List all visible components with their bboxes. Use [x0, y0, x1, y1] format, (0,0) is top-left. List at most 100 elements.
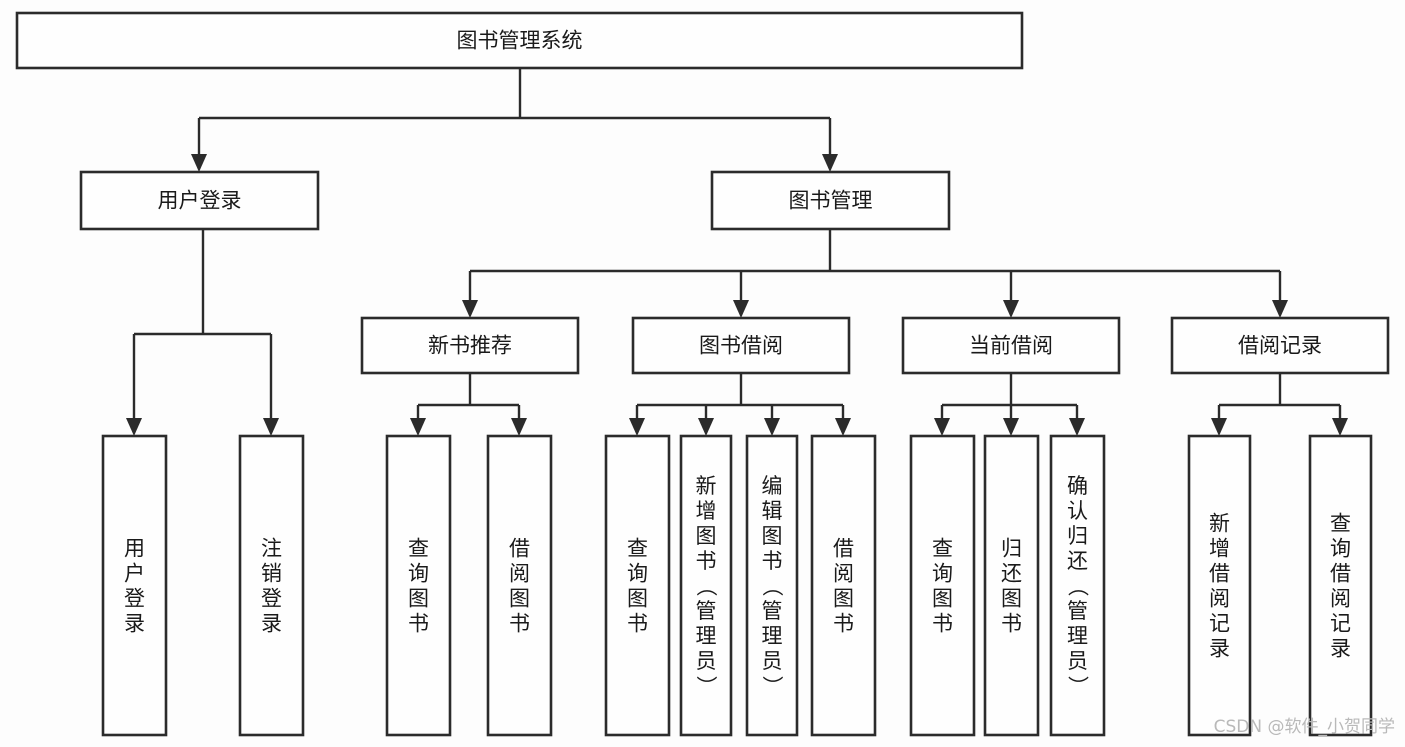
svg-text:录: 录	[261, 612, 282, 636]
svg-text:记: 记	[1330, 612, 1351, 636]
svg-text:借: 借	[833, 537, 854, 561]
svg-text:认: 认	[1067, 499, 1088, 523]
svg-text:辑: 辑	[762, 499, 783, 523]
leaf-node-5-box[interactable]	[679, 434, 733, 737]
svg-text:查: 查	[627, 537, 648, 561]
svg-text:）: ）	[1066, 676, 1090, 697]
svg-text:图: 图	[696, 524, 717, 548]
level3-node-1-box[interactable]	[631, 316, 851, 375]
svg-text:员: 员	[696, 649, 717, 673]
level3-node-2-label: 当前借阅	[969, 334, 1053, 358]
arrow-head-icon	[263, 418, 279, 436]
level2-node-0-label: 用户登录	[158, 189, 242, 213]
leaf-node-8-box[interactable]	[909, 434, 976, 737]
leaf-node-12-box[interactable]	[1308, 434, 1373, 737]
svg-text:录: 录	[1330, 637, 1351, 661]
connector-layer	[126, 68, 1348, 436]
svg-text:理: 理	[1067, 624, 1088, 648]
arrow-head-icon	[462, 300, 478, 318]
svg-text:图: 图	[1001, 587, 1022, 611]
svg-text:书: 书	[762, 549, 783, 573]
leaf-node-3-box[interactable]	[486, 434, 553, 737]
svg-text:员: 员	[762, 649, 783, 673]
svg-text:理: 理	[762, 624, 783, 648]
svg-text:书: 书	[509, 612, 530, 636]
svg-text:借: 借	[1330, 562, 1351, 586]
svg-text:归: 归	[1001, 537, 1022, 561]
level3-node-2-box[interactable]	[901, 316, 1121, 375]
root-node-图书管理系统-label: 图书管理系统	[457, 29, 583, 53]
leaf-node-2-box[interactable]	[385, 434, 452, 737]
svg-text:记: 记	[1209, 612, 1230, 636]
svg-text:注: 注	[261, 537, 282, 561]
svg-text:还: 还	[1001, 562, 1022, 586]
svg-text:图: 图	[932, 587, 953, 611]
arrow-head-icon	[1003, 418, 1019, 436]
svg-text:借: 借	[509, 537, 530, 561]
svg-text:新: 新	[1209, 512, 1230, 536]
svg-text:图: 图	[627, 587, 648, 611]
arrow-head-icon	[511, 418, 527, 436]
arrow-head-icon	[191, 154, 207, 172]
arrow-head-icon	[126, 418, 142, 436]
svg-text:）: ）	[694, 676, 718, 697]
watermark-label: CSDN @软件_小贺同学	[1214, 717, 1395, 737]
arrow-head-icon	[1211, 418, 1227, 436]
node-layer: 图书管理系统用户登录图书管理新书推荐图书借阅当前借阅借阅记录用户登录注销登录查询…	[15, 11, 1390, 737]
svg-text:书: 书	[627, 612, 648, 636]
svg-text:（: （	[694, 576, 718, 597]
arrow-head-icon	[822, 154, 838, 172]
svg-text:借: 借	[1209, 562, 1230, 586]
leaf-node-9-box[interactable]	[983, 434, 1040, 737]
svg-text:书: 书	[696, 549, 717, 573]
svg-text:增: 增	[1209, 537, 1230, 561]
svg-text:查: 查	[932, 537, 953, 561]
svg-text:编: 编	[762, 474, 783, 498]
svg-text:（: （	[760, 576, 784, 597]
leaf-node-7-box[interactable]	[810, 434, 877, 737]
level2-node-1-box[interactable]	[710, 170, 951, 231]
leaf-node-0-box[interactable]	[101, 434, 168, 737]
svg-text:登: 登	[124, 587, 145, 611]
svg-text:增: 增	[696, 499, 717, 523]
svg-text:录: 录	[124, 612, 145, 636]
svg-text:书: 书	[932, 612, 953, 636]
leaf-node-0-label: 用户登录	[124, 537, 145, 636]
leaf-node-11-box[interactable]	[1187, 434, 1252, 737]
svg-text:查: 查	[1330, 512, 1351, 536]
svg-text:录: 录	[1209, 637, 1230, 661]
svg-text:（: （	[1066, 576, 1090, 597]
level3-node-0-box[interactable]	[360, 316, 580, 375]
level3-node-0-label: 新书推荐	[428, 334, 512, 358]
leaf-node-1-box[interactable]	[238, 434, 305, 737]
svg-text:管: 管	[762, 599, 783, 623]
leaf-node-4-box[interactable]	[604, 434, 671, 737]
arrow-head-icon	[629, 418, 645, 436]
root-node-图书管理系统-box[interactable]	[15, 11, 1024, 70]
svg-text:图: 图	[509, 587, 530, 611]
svg-text:阅: 阅	[833, 562, 854, 586]
level3-node-1-label: 图书借阅	[699, 334, 783, 358]
arrow-head-icon	[1069, 418, 1085, 436]
svg-text:阅: 阅	[1209, 587, 1230, 611]
leaf-node-6-box[interactable]	[745, 434, 799, 737]
level2-node-1-label: 图书管理	[789, 189, 873, 213]
arrow-head-icon	[1332, 418, 1348, 436]
svg-text:用: 用	[124, 537, 145, 561]
svg-text:还: 还	[1067, 549, 1088, 573]
leaf-node-10-box[interactable]	[1049, 434, 1106, 737]
svg-text:书: 书	[408, 612, 429, 636]
level2-node-0-box[interactable]	[79, 170, 320, 231]
svg-text:询: 询	[408, 562, 429, 586]
svg-text:新: 新	[696, 474, 717, 498]
level3-node-3-box[interactable]	[1170, 316, 1390, 375]
svg-text:管: 管	[696, 599, 717, 623]
svg-text:查: 查	[408, 537, 429, 561]
